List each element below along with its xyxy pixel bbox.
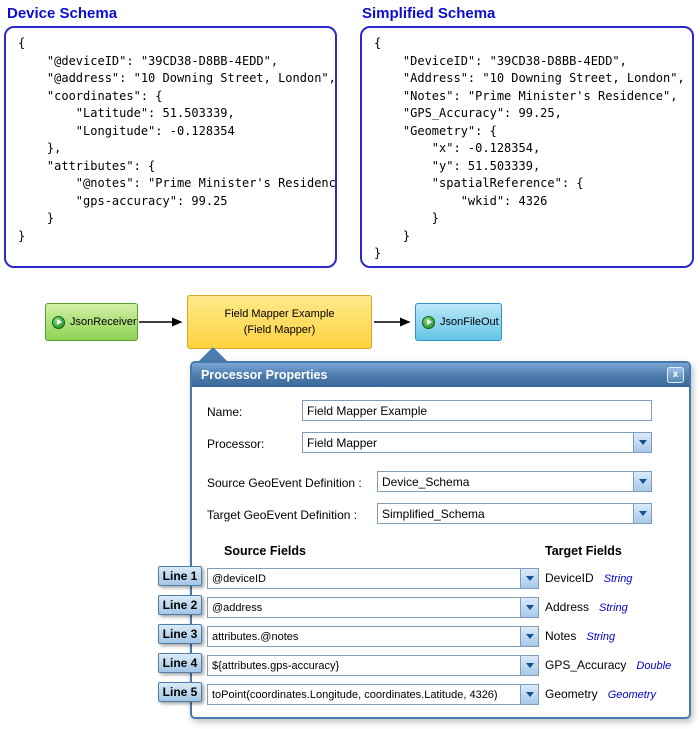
device-schema-title: Device Schema [7,5,118,22]
json-receiver-label: JsonReceiver [70,316,137,328]
chevron-down-icon[interactable] [633,504,651,523]
target-field-type: String [599,602,628,614]
target-field: GPS_Accuracy Double [545,658,671,672]
close-icon[interactable]: x [667,367,684,383]
target-field-type: String [603,573,633,585]
target-field-name: GPS_Accuracy [545,658,627,672]
source-field-combobox[interactable]: @address [207,597,539,618]
target-field-type: Double [636,660,672,672]
field-mapper-label-line1: Field Mapper Example [224,308,335,320]
field-mapper-label-line2: (Field Mapper) [243,324,316,336]
name-label: Name: [207,405,243,419]
device-schema-json: { "@deviceID": "39CD38-D8BB-4EDD", "@add… [4,26,337,268]
source-fields-header: Source Fields [224,544,306,558]
chevron-down-icon[interactable] [520,598,538,617]
processor-value: Field Mapper [307,435,378,450]
callout-pointer [198,347,228,362]
dialog-title: Processor Properties [201,368,328,382]
target-field-name: Geometry [545,687,598,701]
line-3-callout: Line 3 [158,624,202,644]
chevron-down-icon[interactable] [633,433,651,452]
source-field-value: ${attributes.gps-accuracy} [212,659,340,672]
target-field-name: Notes [545,629,577,643]
processor-combobox[interactable]: Field Mapper [302,432,652,453]
line-2-callout: Line 2 [158,595,202,615]
target-field: Address String [545,600,628,614]
source-field-combobox[interactable]: toPoint(coordinates.Longitude, coordinat… [207,684,539,705]
target-field-name: DeviceID [545,571,594,585]
source-field-combobox[interactable]: attributes.@notes [207,626,539,647]
target-field-name: Address [545,600,590,614]
target-field-type: String [586,631,616,643]
json-receiver-node[interactable]: JsonReceiver [45,303,138,341]
processor-properties-dialog: Processor Properties x Name: Processor: … [190,361,691,719]
play-icon [52,315,65,329]
chevron-down-icon[interactable] [633,472,651,491]
source-field-value: attributes.@notes [212,630,299,643]
line-1-callout: Line 1 [158,566,202,586]
source-field-combobox[interactable]: ${attributes.gps-accuracy} [207,655,539,676]
source-definition-label: Source GeoEvent Definition : [207,476,362,490]
json-fileout-node[interactable]: JsonFileOut [415,303,502,341]
source-field-value: toPoint(coordinates.Longitude, coordinat… [212,688,498,701]
chevron-down-icon[interactable] [520,656,538,675]
processor-label: Processor: [207,437,265,451]
source-definition-value: Device_Schema [382,474,470,489]
chevron-down-icon[interactable] [520,569,538,588]
simplified-schema-json: { "DeviceID": "39CD38-D8BB-4EDD", "Addre… [360,26,694,268]
target-field: Notes String [545,629,615,643]
target-definition-label: Target GeoEvent Definition : [207,508,358,522]
source-field-value: @deviceID [212,572,266,585]
dialog-titlebar[interactable]: Processor Properties [192,363,689,387]
target-definition-combobox[interactable]: Simplified_Schema [377,503,652,524]
target-fields-header: Target Fields [545,544,622,558]
target-field-type: Geometry [607,689,656,701]
source-field-value: @address [212,601,263,614]
source-field-combobox[interactable]: @deviceID [207,568,539,589]
line-5-callout: Line 5 [158,682,202,702]
target-field: DeviceID String [545,571,632,585]
target-definition-value: Simplified_Schema [382,506,485,521]
chevron-down-icon[interactable] [520,627,538,646]
line-4-callout: Line 4 [158,653,202,673]
chevron-down-icon[interactable] [520,685,538,704]
name-input[interactable] [302,400,652,421]
play-icon [422,315,435,329]
json-fileout-label: JsonFileOut [440,316,499,328]
simplified-schema-title: Simplified Schema [362,5,496,22]
source-definition-combobox[interactable]: Device_Schema [377,471,652,492]
target-field: Geometry Geometry [545,687,656,701]
field-mapper-node[interactable]: Field Mapper Example (Field Mapper) [187,295,372,349]
